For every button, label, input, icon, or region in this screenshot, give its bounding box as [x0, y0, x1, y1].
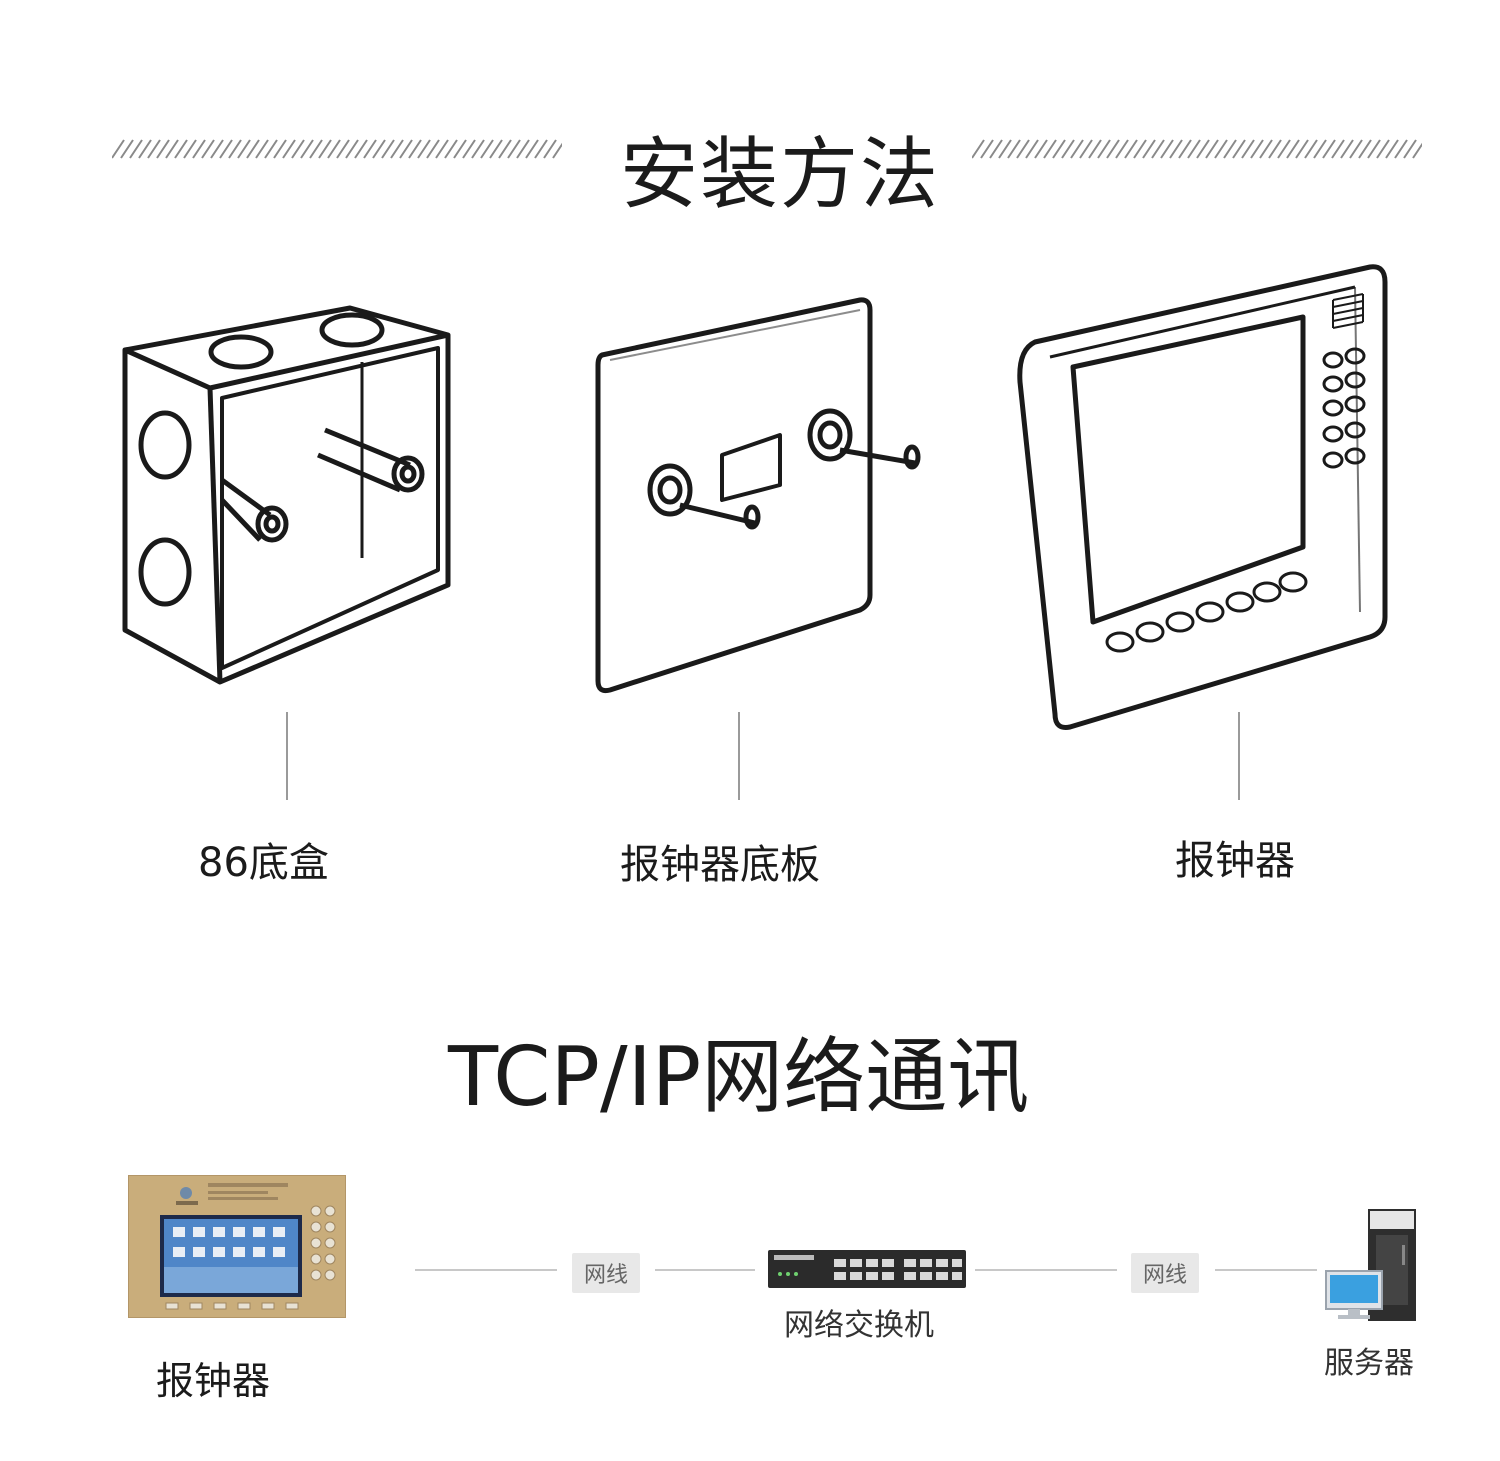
junction-box-illustration: [110, 300, 460, 695]
mounting-plate-illustration: [590, 295, 930, 695]
label-clock-device: 报钟器: [1175, 828, 1295, 886]
cable-line-1b: [655, 1269, 755, 1271]
network-label-clock-device: 报钟器: [156, 1350, 270, 1405]
network-switch-photo: [768, 1250, 966, 1288]
leader-line-plate: [738, 712, 740, 800]
label-mounting-plate: 报钟器底板: [620, 832, 820, 890]
cable-line-2b: [1215, 1269, 1317, 1271]
network-section-title: TCP/IP网络通讯: [448, 1010, 1029, 1129]
clock-device-illustration: [1015, 262, 1390, 732]
cable-line-1a: [415, 1269, 557, 1271]
network-label-server: 服务器: [1324, 1338, 1414, 1382]
cable-tag-1: 网线: [572, 1253, 640, 1293]
clock-device-photo: [128, 1175, 346, 1318]
network-label-switch: 网络交换机: [784, 1300, 934, 1344]
label-86-box: 86底盒: [198, 830, 329, 888]
hatch-divider-right: [972, 138, 1422, 160]
leader-line-device: [1238, 712, 1240, 800]
hatch-divider-left: [112, 138, 562, 160]
install-section-title: 安装方法: [620, 112, 940, 224]
server-computer-icon: [1322, 1205, 1420, 1330]
leader-line-box: [286, 712, 288, 800]
cable-line-2a: [975, 1269, 1117, 1271]
cable-tag-2: 网线: [1131, 1253, 1199, 1293]
